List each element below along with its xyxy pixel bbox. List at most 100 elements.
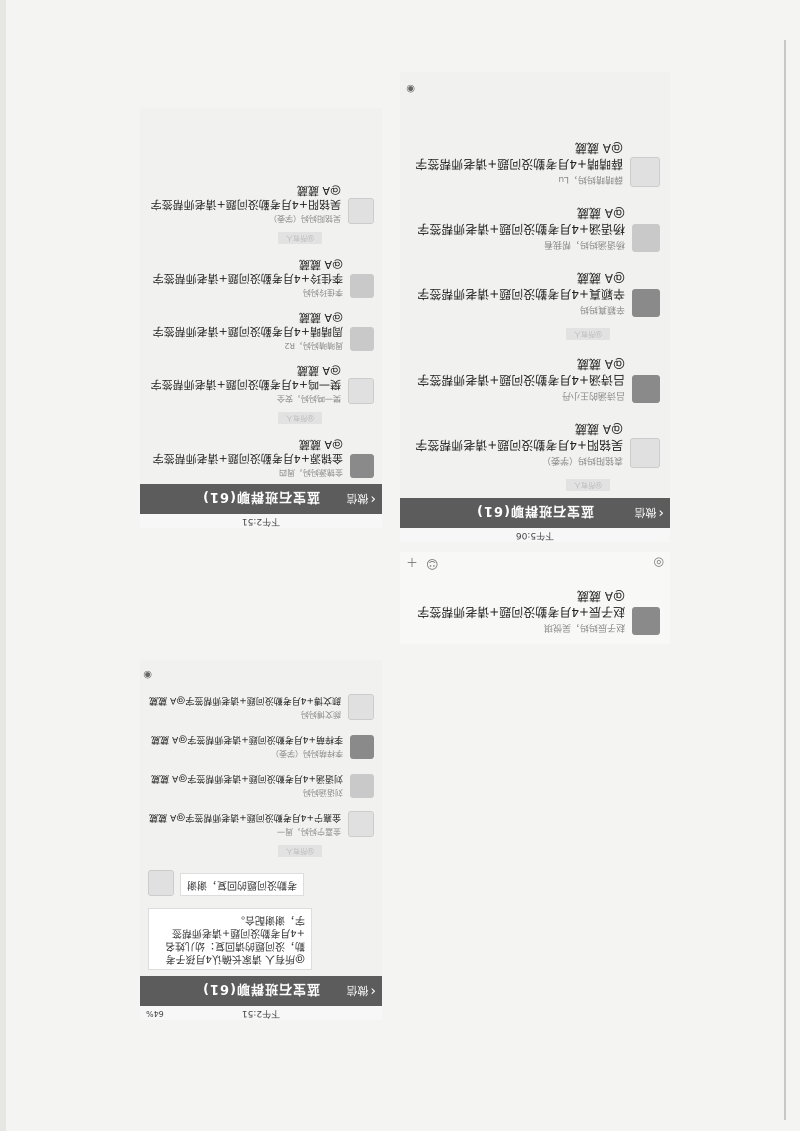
sender-name: 金嘉宁妈妈，周一 [277,827,341,836]
chat-message: 杨语涵妈妈，帮我看 杨语涵+4月考勤没问题+请老师帮签字@A 葳葳 [400,196,670,261]
chat-header: ‹微信 蓝宝石班群聊(61) [400,498,670,528]
avatar [630,438,660,468]
message-text: 吕诗涵+4月考勤没问题+请老师帮签字@A 葳葳 [417,357,625,387]
sender-name: 吴铭阳妈妈（学委） [269,214,341,223]
message-text: 金锦源+4月考勤没问题+请老师帮签字@A 葳葳 [152,438,343,465]
emoji-icon[interactable]: ☺ [426,557,439,572]
sender-name: 周晴晴妈妈，R2 [284,341,343,350]
reply-bubble: 考勤没问题的回复，谢谢 [180,873,304,896]
message-text: 金嘉宁+4月考勤没问题+请老师帮签字@A 葳葳 [149,812,341,822]
chat-message: 金嘉宁妈妈，周一 金嘉宁+4月考勤没问题+请老师帮签字@A 葳葳 [140,804,382,843]
clock: 下午2:51 [241,516,281,526]
plus-icon[interactable]: ＋ [406,555,419,570]
message-text: 李佳玲+4月考勤没问题+请老师帮签字@A 葳葳 [152,258,343,285]
mention-tag: @所有人 [278,412,322,424]
back-button[interactable]: ‹微信 [634,505,664,521]
message-text: 赵子辰+4月考勤没问题+请老师帮签字@A 葳葳 [417,589,625,619]
mention-tag: @所有人 [566,479,610,491]
avatar [350,774,374,798]
chat-message: 周晴晴妈妈，R2 周晴晴+4月考勤没问题+请老师帮签字@A 葳葳 [140,304,382,357]
avatar [630,157,660,187]
sender-name: 薛晴晴妈妈，Lu [558,174,623,184]
sender-name: 辛颖真妈妈 [579,304,625,314]
chat-message: 颜文博妈妈 颜文博+4月考勤没问题+请老师帮签字@A 葳葳 [140,687,382,726]
chat-header: ‹微信 蓝宝石班群聊(61) [140,484,382,514]
mention-tag: @所有人 [278,845,322,857]
back-button[interactable]: ‹微信 [346,983,376,999]
scan-border [0,0,6,1131]
avatar [348,811,374,837]
group-title: 蓝宝石班群聊(61) [476,503,594,519]
avatar [348,198,374,224]
chevron-left-icon: ‹ [370,983,376,999]
chat-screenshot-d: 下午2:51 64% ‹微信 蓝宝石班群聊(61) @所有人 请家长确认4月孩子考… [140,660,382,1020]
chat-message: 赵子辰妈妈，吴悦琪 赵子辰+4月考勤没问题+请老师帮签字@A 葳葳 [400,579,670,644]
message-text: 吴铭阳+4月考勤没问题+请老师帮签字@A 葳葳 [415,422,623,452]
chat-message: @所有人 请家长确认4月孩子考勤，没问题的请回复：幼儿姓名+4月考勤没问题+请老… [140,902,382,976]
sender-name: 赵子辰妈妈，吴悦琪 [543,622,625,632]
avatar [350,454,374,478]
sender-name: 颜文博妈妈 [301,710,341,719]
message-text: 吴铭阳+4月考勤没问题+请老师帮签字@A 葳葳 [150,184,341,211]
message-text: 颜文博+4月考勤没问题+请老师帮签字@A 葳葳 [149,695,341,705]
clock: 下午2:51 [241,1008,281,1018]
avatar [350,735,374,759]
chat-message: 薛晴晴妈妈，Lu 薛晴晴+4月考勤没问题+请老师帮签字@A 葳葳 [400,131,670,196]
message-text: 周晴晴+4月考勤没问题+请老师帮签字@A 葳葳 [152,311,343,338]
chevron-left-icon: ‹ [370,491,376,507]
message-text: 李梓萌+4月考勤没问题+请老师帮签字@A 葳葳 [151,734,343,744]
wifi-icon: ◉ [406,83,415,94]
status-bar: 下午5:06 [400,528,670,542]
message-text: 刘语涵+4月考勤没问题+请老师帮签字@A 葳葳 [151,773,343,783]
avatar [350,274,374,298]
message-text: 薛晴晴+4月考勤没问题+请老师帮签字@A 葳葳 [415,141,623,171]
back-button[interactable]: ‹微信 [346,491,376,507]
clock: 下午5:06 [515,530,555,540]
mention-tag: @所有人 [566,328,610,340]
avatar [632,224,660,252]
sender-name: 袁铭阳妈妈（学委） [541,455,623,465]
chat-message: 李佳玲妈妈李佳玲+4月考勤没问题+请老师帮签字@A 葳葳 [140,251,382,304]
chat-message: 金锦源妈妈，周四 金锦源+4月考勤没问题+请老师帮签字@A 葳葳 [140,431,382,484]
avatar [148,870,174,896]
chat-screenshot-b: 下午2:51 ‹微信 蓝宝石班群聊(61) 金锦源妈妈，周四 金锦源+4月考勤没问… [140,108,382,528]
chat-message: 李梓萌妈妈（学委） 李梓萌+4月考勤没问题+请老师帮签字@A 葳葳 [140,726,382,765]
status-bar: 下午2:51 [140,514,382,528]
sender-name: 吕诗涵的王小丹 [561,390,625,400]
mention-tag: @所有人 [278,232,322,244]
avatar [348,378,374,404]
chat-input-bar: ◎ ☺ ＋ [406,552,664,574]
sender-name: 刘语涵妈妈 [303,788,343,797]
avatar [632,607,660,635]
chat-message: 樊一鸣妈妈，安全 樊一鸣+4月考勤没问题+请老师帮签字@A 葳葳 [140,357,382,410]
chat-message: 考勤没问题的回复，谢谢 [140,864,382,902]
scan-border [784,40,786,1120]
message-text: 樊一鸣+4月考勤没问题+请老师帮签字@A 葳葳 [150,364,341,391]
battery-level: 64% [146,1009,164,1018]
sender-name: 李梓萌妈妈（学委） [271,749,343,758]
message-text: 辛颖真+4月考勤没问题+请老师帮签字@A 葳葳 [417,271,625,301]
avatar [632,289,660,317]
sender-name: 樊一鸣妈妈，安全 [277,394,341,403]
chat-message: 袁铭阳妈妈（学委） 吴铭阳+4月考勤没问题+请老师帮签字@A 葳葳 [400,412,670,477]
chat-header: ‹微信 蓝宝石班群聊(61) [140,976,382,1006]
chat-screenshot-c: 赵子辰妈妈，吴悦琪 赵子辰+4月考勤没问题+请老师帮签字@A 葳葳 ◎ ☺ ＋ [400,552,670,644]
announcement-bubble: @所有人 请家长确认4月孩子考勤，没问题的请回复：幼儿姓名+4月考勤没问题+请老… [148,908,312,970]
chevron-left-icon: ‹ [658,505,664,521]
speaker-icon[interactable]: ◎ [653,556,664,570]
chat-message: 辛颖真妈妈 辛颖真+4月考勤没问题+请老师帮签字@A 葳葳 [400,261,670,326]
message-text: 杨语涵+4月考勤没问题+请老师帮签字@A 葳葳 [417,206,625,236]
status-bar: 下午2:51 64% [140,1006,382,1020]
avatar [348,694,374,720]
sender-name: 杨语涵妈妈，帮我看 [543,239,625,249]
chat-message: 吴铭阳妈妈（学委） 吴铭阳+4月考勤没问题+请老师帮签字@A 葳葳 [140,177,382,230]
chat-screenshot-a: 下午5:06 ‹微信 蓝宝石班群聊(61) @所有人 袁铭阳妈妈（学委） 吴铭阳+… [400,72,670,542]
chat-message: 刘语涵妈妈 刘语涵+4月考勤没问题+请老师帮签字@A 葳葳 [140,765,382,804]
group-title: 蓝宝石班群聊(61) [202,981,320,997]
wifi-icon: ◉ [143,669,152,680]
avatar [350,327,374,351]
chat-message: 吕诗涵的王小丹 吕诗涵+4月考勤没问题+请老师帮签字@A 葳葳 [400,347,670,412]
sender-name: 金锦源妈妈，周四 [279,468,343,477]
avatar [632,375,660,403]
